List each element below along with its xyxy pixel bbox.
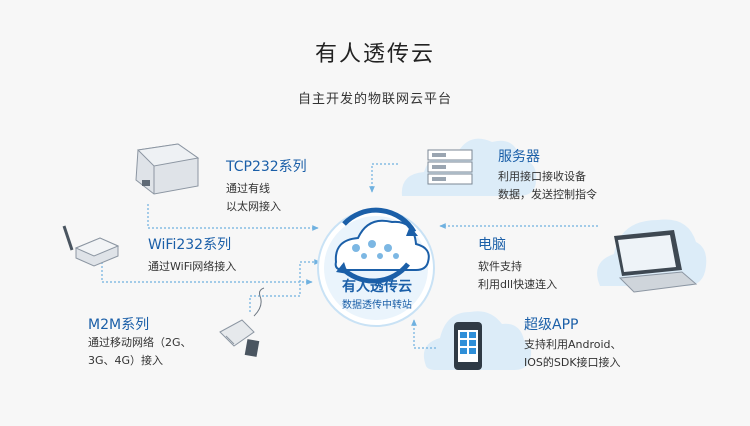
hub-subtitle: 数据透传中转站 — [342, 300, 412, 311]
wifi232-line-1: 通过WiFi网络接入 — [148, 260, 237, 273]
hub-title: 有人透传云 — [342, 279, 412, 295]
m2m-title: M2M系列 — [88, 317, 150, 333]
app-line-2: IOS的SDK接口接入 — [524, 356, 621, 369]
pc-line-1: 软件支持 — [478, 260, 522, 273]
server-device-icon — [427, 149, 473, 185]
pc-title: 电脑 — [478, 237, 506, 253]
app-line-1: 支持利用Android、 — [524, 338, 622, 351]
server-line-2: 数据，发送控制指令 — [498, 188, 597, 201]
link-server — [369, 163, 398, 193]
page-subtitle: 自主开发的物联网云平台 — [297, 92, 452, 107]
tcp232-line-2: 以太网接入 — [226, 200, 281, 213]
pc-line-2: 利用dll快速连入 — [478, 278, 558, 291]
wifi232-title: WiFi232系列 — [148, 237, 232, 253]
link-wifi232 — [101, 258, 313, 285]
phone-device-icon — [454, 322, 482, 370]
page-title: 有人透传云 — [314, 42, 435, 67]
laptop-device-icon — [614, 230, 698, 293]
tcp232-title: TCP232系列 — [226, 159, 307, 175]
server-title: 服务器 — [498, 149, 540, 165]
m2m-device-icon — [219, 287, 265, 357]
server-line-1: 利用接口接收设备 — [498, 170, 586, 183]
tcp232-line-1: 通过有线 — [226, 182, 270, 195]
link-m2m — [249, 259, 321, 312]
m2m-line-2: 3G、4G）接入 — [88, 354, 164, 367]
tcp232-device-icon — [135, 143, 200, 195]
m2m-line-1: 通过移动网络（2G、 — [88, 336, 192, 349]
link-tcp232 — [147, 204, 319, 231]
hub-graphic — [317, 207, 435, 327]
app-title: 超级APP — [524, 317, 579, 333]
wifi232-device-icon — [62, 225, 120, 267]
link-app — [411, 319, 436, 349]
